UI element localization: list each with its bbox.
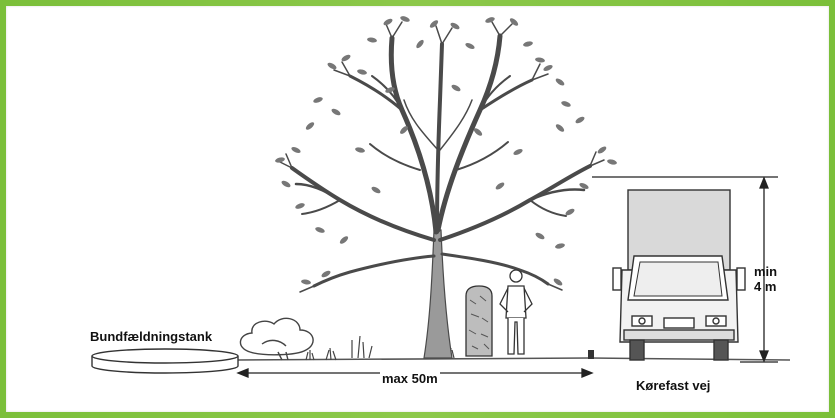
diagram-frame: Bundfældningstank max 50m Kørefast vej m… (6, 6, 829, 412)
tank-label: Bundfældningstank (90, 329, 212, 344)
road-label: Kørefast vej (636, 378, 710, 393)
road-curb (588, 350, 594, 359)
person-figure (500, 270, 532, 354)
height-label-line1: min (754, 264, 777, 279)
height-label: min 4 m (754, 264, 777, 294)
truck (613, 190, 745, 360)
sedimentation-tank (92, 349, 238, 373)
tree (280, 22, 604, 358)
ground-line (238, 358, 790, 360)
bush (240, 318, 313, 360)
height-label-line2: 4 m (754, 279, 777, 294)
distance-label: max 50m (380, 371, 440, 386)
tree-leaves (275, 15, 618, 287)
access-diagram (6, 6, 829, 412)
stone-pillar (466, 286, 492, 356)
